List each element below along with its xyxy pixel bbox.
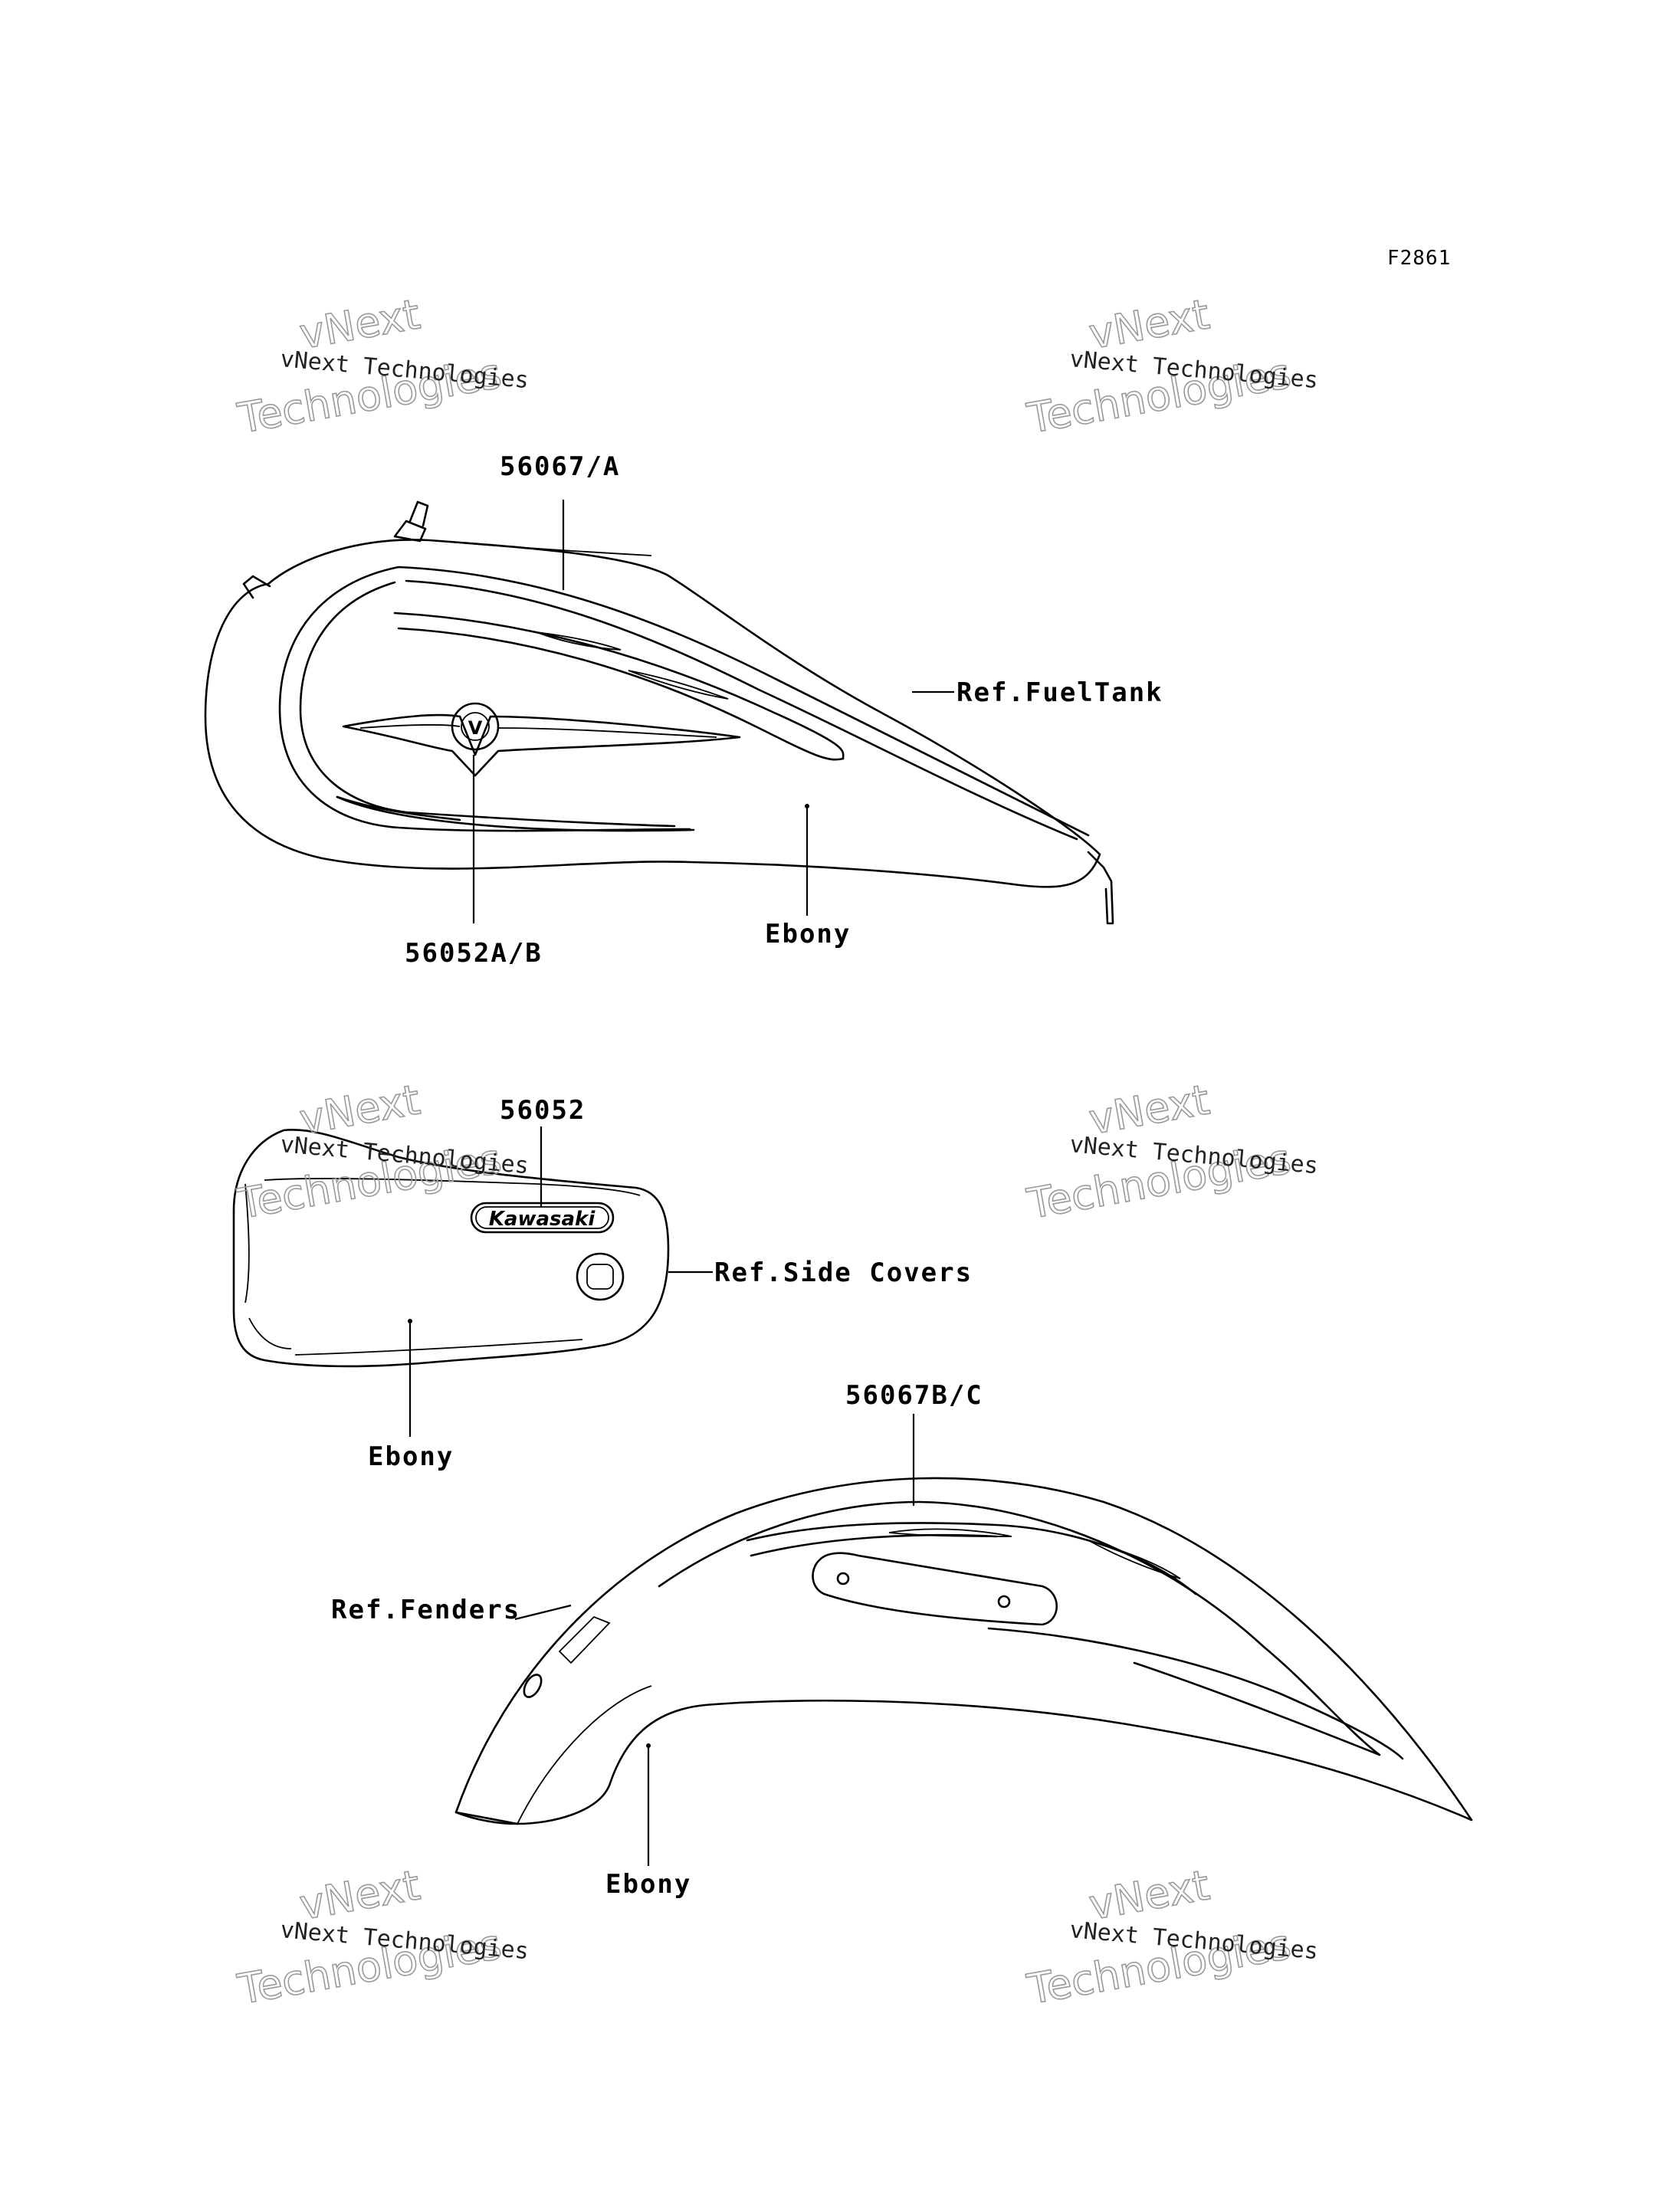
label-tank-ref: Ref.FuelTank bbox=[956, 677, 1163, 708]
fuel-tank-outline bbox=[204, 539, 1101, 888]
label-tank-emblem: 56052A/B bbox=[405, 938, 543, 969]
kawasaki-logo-text: Kawasaki bbox=[489, 1208, 596, 1231]
fuel-tank-drawing: V bbox=[204, 500, 1114, 925]
side-cover-drawing: Kawasaki bbox=[232, 1126, 713, 1437]
watermark-bottom-right: vNext Technologies vNext Technologies bbox=[1023, 1861, 1320, 2015]
watermark-middle-right: vNext Technologies vNext Technologies bbox=[1023, 1075, 1320, 1229]
label-fender-stripe: 56067B/C bbox=[845, 1380, 983, 1411]
label-tank-color: Ebony bbox=[765, 919, 851, 949]
watermark-top-right: vNext Technologies vNext Technologies bbox=[1023, 290, 1320, 444]
fender-outline bbox=[454, 1477, 1473, 1825]
fender-drawing bbox=[454, 1414, 1473, 1866]
fuel-cap bbox=[393, 500, 429, 543]
label-tank-stripe: 56067/A bbox=[500, 451, 620, 482]
label-fender-color: Ebony bbox=[605, 1869, 691, 1900]
watermark-bottom-left: vNext Technologies vNext Technologies bbox=[234, 1861, 530, 2015]
side-cover-outline bbox=[232, 1129, 670, 1368]
watermark-top-left: vNext Technologies vNext Technologies bbox=[234, 290, 530, 444]
tank-stripe-outer bbox=[278, 566, 691, 832]
fender-stripe bbox=[658, 1500, 1381, 1756]
watermark-middle-left: vNext Technologies vNext Technologies bbox=[234, 1075, 530, 1229]
label-cover-color: Ebony bbox=[368, 1441, 454, 1472]
label-cover-emblem: 56052 bbox=[500, 1095, 586, 1126]
fender-mount-plate bbox=[812, 1552, 1058, 1626]
rear-mount-tab bbox=[242, 575, 271, 599]
tank-stripe-upper bbox=[397, 566, 1090, 837]
front-mount-bracket bbox=[1087, 851, 1114, 925]
v-badge-letter: V bbox=[468, 717, 483, 739]
label-fender-ref: Ref.Fenders bbox=[331, 1595, 520, 1625]
label-cover-ref: Ref.Side Covers bbox=[714, 1258, 973, 1288]
figure-number: F2861 bbox=[1387, 247, 1451, 270]
v-emblem: V bbox=[342, 702, 741, 777]
